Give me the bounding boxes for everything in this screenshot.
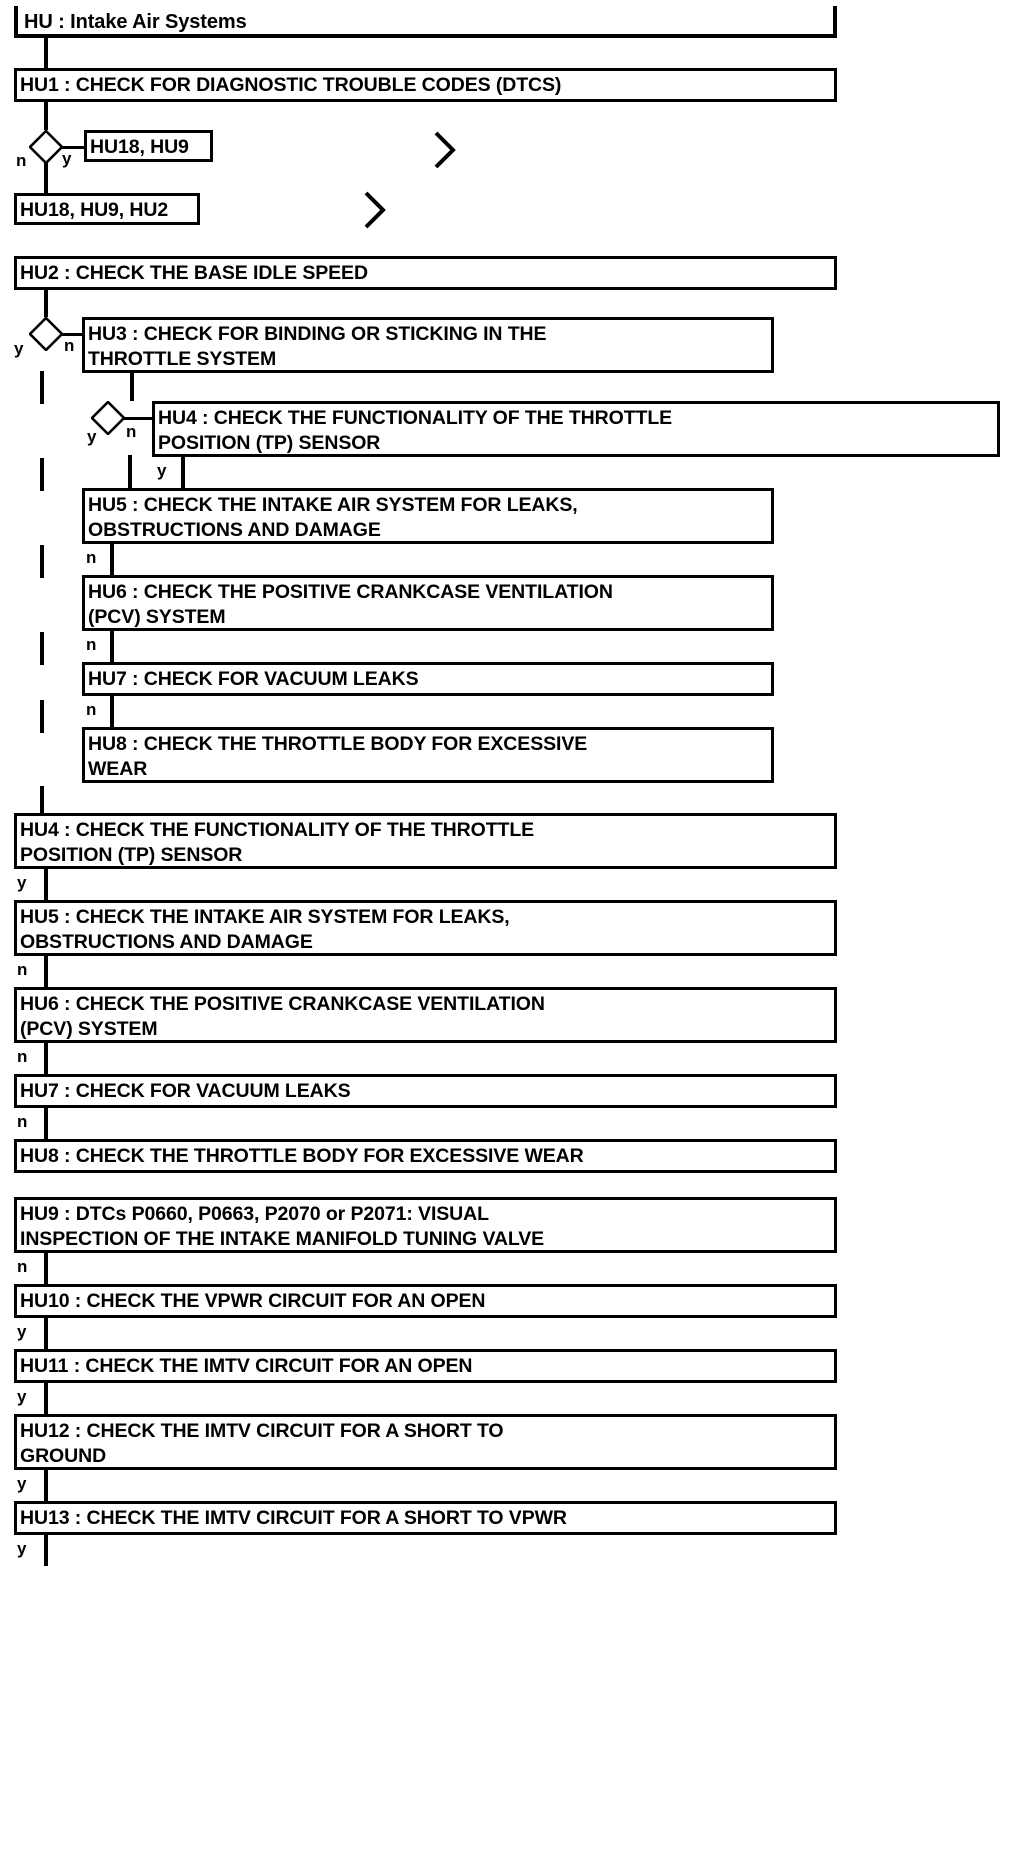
edge-label-hu4m-yes: y — [17, 873, 27, 892]
edge-label-hu6n-no: n — [86, 635, 97, 654]
node-hu10[interactable]: HU10 : CHECK THE VPWR CIRCUIT FOR AN OPE… — [14, 1284, 837, 1318]
node-hu7-nested[interactable]: HU7 : CHECK FOR VACUUM LEAKS — [82, 662, 774, 696]
connector-decision1-yes — [62, 146, 84, 149]
connector-decision2-no — [62, 333, 99, 336]
connector-hu13-down — [44, 1535, 48, 1566]
connector-hu7m-to-hu8m — [44, 1108, 48, 1139]
edge-label-hu4n-yes: y — [157, 461, 167, 480]
connector-hu11-to-hu12 — [44, 1383, 48, 1414]
edge-label-hu12-yes: y — [17, 1474, 27, 1493]
chevron-right-icon-2 — [362, 190, 388, 230]
edge-label-hu9-no: n — [17, 1257, 28, 1276]
node-hu9[interactable]: HU9 : DTCs P0660, P0663, P2070 or P2071:… — [14, 1197, 837, 1253]
connector-hu4m-to-hu5m — [44, 869, 48, 900]
node-hu5-nested[interactable]: HU5 : CHECK THE INTAKE AIR SYSTEM FOR LE… — [82, 488, 774, 544]
edge-label-decision2-no: n — [64, 336, 75, 355]
connector-hu6n-to-hu7n — [110, 631, 114, 662]
connector-decision2-yes-spine-5 — [40, 700, 44, 733]
connector-decision2-yes-spine-1 — [40, 371, 44, 404]
node-hu2[interactable]: HU2 : CHECK THE BASE IDLE SPEED — [14, 256, 837, 290]
node-hu11[interactable]: HU11 : CHECK THE IMTV CIRCUIT FOR AN OPE… — [14, 1349, 837, 1383]
connector-hu5n-to-hu6n — [110, 544, 114, 575]
node-hu13[interactable]: HU13 : CHECK THE IMTV CIRCUIT FOR A SHOR… — [14, 1501, 837, 1535]
edge-label-hu11-yes: y — [17, 1387, 27, 1406]
connector-title-to-hu1 — [44, 38, 48, 68]
edge-label-hu5m-no: n — [17, 960, 28, 979]
node-ref-hu18-hu9-hu2[interactable]: HU18, HU9, HU2 — [14, 193, 200, 225]
connector-hu6m-to-hu7m — [44, 1043, 48, 1074]
connector-hu3-to-decision3 — [130, 373, 134, 401]
node-hu6-main[interactable]: HU6 : CHECK THE POSITIVE CRANKCASE VENTI… — [14, 987, 837, 1043]
edge-label-decision1-no: n — [16, 151, 27, 170]
node-hu8-main[interactable]: HU8 : CHECK THE THROTTLE BODY FOR EXCESS… — [14, 1139, 837, 1173]
decision-diamond-2[interactable] — [29, 317, 63, 351]
connector-decision3-no — [124, 417, 152, 420]
connector-hu12-to-hu13 — [44, 1470, 48, 1501]
node-hu4-main[interactable]: HU4 : CHECK THE FUNCTIONALITY OF THE THR… — [14, 813, 837, 869]
node-hu6-nested[interactable]: HU6 : CHECK THE POSITIVE CRANKCASE VENTI… — [82, 575, 774, 631]
node-hu12[interactable]: HU12 : CHECK THE IMTV CIRCUIT FOR A SHOR… — [14, 1414, 837, 1470]
node-hu7-main[interactable]: HU7 : CHECK FOR VACUUM LEAKS — [14, 1074, 837, 1108]
node-hu8-nested[interactable]: HU8 : CHECK THE THROTTLE BODY FOR EXCESS… — [82, 727, 774, 783]
edge-label-hu7n-no: n — [86, 700, 97, 719]
node-hu1[interactable]: HU1 : CHECK FOR DIAGNOSTIC TROUBLE CODES… — [14, 68, 837, 102]
connector-decision1-no-down — [44, 163, 48, 193]
node-hu5-main[interactable]: HU5 : CHECK THE INTAKE AIR SYSTEM FOR LE… — [14, 900, 837, 956]
edge-label-hu13-yes: y — [17, 1539, 27, 1558]
flowchart-title-box: HU : Intake Air Systems — [14, 6, 837, 38]
connector-hu2-to-decision2 — [44, 290, 48, 317]
connector-hu4n-to-hu5n — [181, 457, 185, 488]
connector-decision2-yes-spine-4 — [40, 632, 44, 665]
connector-decision2-yes-spine-2 — [40, 458, 44, 491]
connector-hu7n-to-hu8n — [110, 696, 114, 727]
connector-decision2-yes-spine-3 — [40, 545, 44, 578]
connector-decision3-yes-spine-1 — [128, 455, 132, 488]
edge-label-decision3-yes: y — [87, 427, 97, 446]
edge-label-decision3-no: n — [126, 422, 137, 441]
decision-diamond-3[interactable] — [91, 401, 125, 435]
node-hu4-nested[interactable]: HU4 : CHECK THE FUNCTIONALITY OF THE THR… — [152, 401, 1000, 457]
connector-decision2-yes-spine-6 — [40, 786, 44, 831]
connector-hu1-to-decision1 — [44, 102, 48, 130]
connector-hu10-to-hu11 — [44, 1318, 48, 1349]
edge-label-hu5n-no: n — [86, 548, 97, 567]
edge-label-hu6m-no: n — [17, 1047, 28, 1066]
decision-diamond-1[interactable] — [29, 130, 63, 164]
connector-hu9-to-hu10 — [44, 1253, 48, 1284]
node-ref-hu18-hu9[interactable]: HU18, HU9 — [84, 130, 213, 162]
chevron-right-icon-1 — [432, 130, 458, 170]
connector-hu5m-to-hu6m — [44, 956, 48, 987]
edge-label-decision2-yes: y — [14, 339, 24, 358]
edge-label-decision1-yes: y — [62, 149, 72, 168]
node-hu3-nested[interactable]: HU3 : CHECK FOR BINDING OR STICKING IN T… — [82, 317, 774, 373]
edge-label-hu10-yes: y — [17, 1322, 27, 1341]
edge-label-hu7m-no: n — [17, 1112, 28, 1131]
